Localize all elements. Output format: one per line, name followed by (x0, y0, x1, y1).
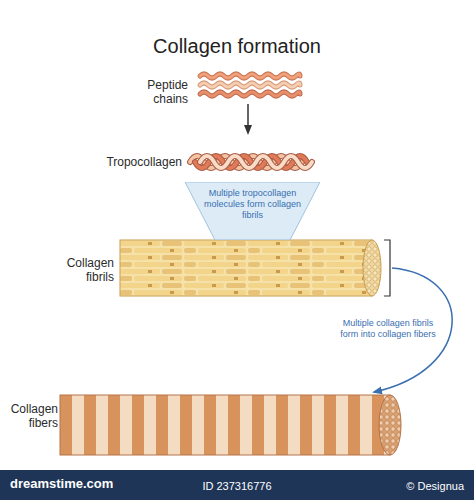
bracket (384, 240, 390, 296)
watermark: dreamstime.com (10, 477, 150, 491)
footer-bar (0, 470, 474, 500)
watermark: ID 237316776 (160, 479, 314, 493)
watermark: © Designua (330, 479, 464, 493)
collagen-fibril (120, 240, 381, 296)
triple-helix (190, 156, 312, 168)
part-label: Collagen fibrils (50, 256, 114, 284)
funnel-note: Multiple tropocollagen molecules form co… (185, 182, 320, 240)
process-note: Multiple collagen fibrils form into coll… (338, 318, 438, 340)
note-text: Multiple tropocollagen molecules form co… (197, 188, 309, 221)
funnel-outline (185, 182, 320, 240)
part-label: Tropocollagen (86, 155, 182, 169)
down-arrow (247, 104, 249, 130)
part-label: Collagen fibers (6, 402, 58, 430)
peptide-chains (200, 74, 300, 96)
part-label: Peptide chains (120, 78, 188, 106)
title: Collagen formation (0, 34, 474, 58)
collagen-fiber (60, 395, 401, 455)
